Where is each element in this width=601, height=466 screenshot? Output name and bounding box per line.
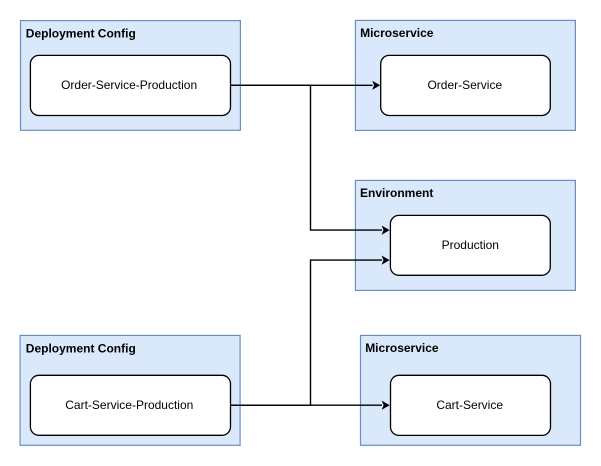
- svg-text:Microservice: Microservice: [360, 26, 434, 40]
- svg-text:Cart-Service: Cart-Service: [436, 398, 503, 412]
- svg-text:Deployment Config: Deployment Config: [26, 342, 136, 356]
- svg-text:Order-Service-Production: Order-Service-Production: [61, 78, 197, 92]
- svg-text:Microservice: Microservice: [365, 341, 439, 355]
- svg-text:Order-Service: Order-Service: [427, 78, 502, 92]
- svg-text:Cart-Service-Production: Cart-Service-Production: [65, 398, 193, 412]
- svg-text:Environment: Environment: [360, 186, 433, 200]
- svg-text:Production: Production: [442, 238, 499, 252]
- svg-text:Deployment Config: Deployment Config: [26, 27, 136, 41]
